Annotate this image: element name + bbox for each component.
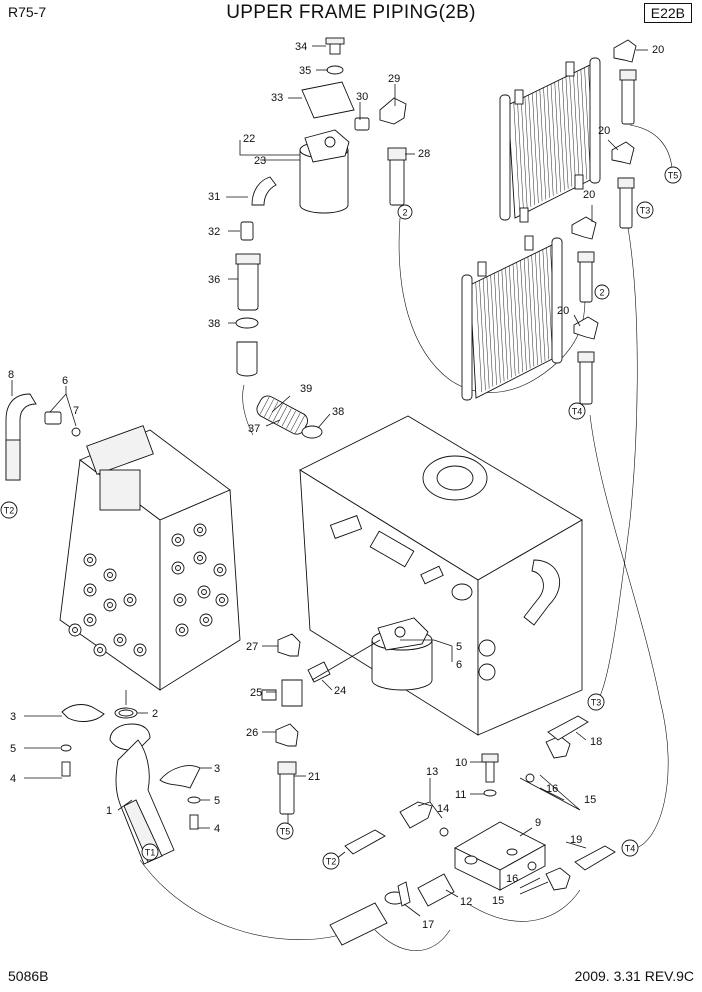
revision-date: 2009. 3.31 REV.9C (574, 968, 694, 984)
svg-text:T5: T5 (668, 171, 679, 181)
marker-2-lower: 2 (594, 284, 610, 300)
marker-t5-lower: T5 (276, 822, 294, 840)
part-label-27: 27 (246, 641, 258, 653)
oil-cooler-lower (461, 235, 563, 401)
part-label-19: 19 (570, 834, 582, 846)
part-label-13: 13 (426, 766, 438, 778)
main-control-valve (59, 425, 241, 691)
part-label-20d: 20 (557, 305, 569, 317)
part-label-25: 25 (250, 687, 262, 699)
part-label-39: 39 (300, 383, 312, 395)
marker-t4-upper: T4 (568, 402, 586, 420)
part-label-26: 26 (246, 727, 258, 739)
hydraulic-tank (299, 415, 583, 736)
part-label-6b: 6 (456, 659, 462, 671)
part-label-37: 37 (248, 423, 260, 435)
svg-text:T3: T3 (640, 206, 651, 216)
part-label-33: 33 (271, 92, 283, 104)
svg-text:T3: T3 (591, 698, 602, 708)
page-title: UPPER FRAME PIPING(2B) (226, 2, 476, 23)
manifold-block (329, 715, 616, 946)
part-label-34: 34 (295, 41, 307, 53)
part-label-38b: 38 (332, 406, 344, 418)
svg-text:T4: T4 (572, 407, 583, 417)
part-label-36: 36 (208, 274, 220, 286)
model-code: R75-7 (8, 4, 47, 20)
part-label-11: 11 (455, 789, 466, 801)
part-label-29: 29 (388, 73, 400, 85)
part-label-18: 18 (590, 736, 602, 748)
part-label-1: 1 (106, 805, 112, 817)
marker-t1: T1 (141, 843, 159, 861)
leader-lines (11, 45, 648, 917)
suction-line (235, 221, 323, 439)
section-code-box: E22B (643, 3, 692, 23)
part-label-3b: 3 (214, 763, 220, 775)
marker-t3-upper: T3 (636, 201, 654, 219)
part-label-8: 8 (8, 369, 14, 381)
svg-text:T2: T2 (326, 857, 337, 867)
part-label-20a: 20 (652, 44, 664, 56)
part-label-4a: 4 (10, 773, 16, 785)
part-label-3a: 3 (10, 711, 16, 723)
part-label-12: 12 (460, 896, 472, 908)
part-label-16b: 16 (506, 873, 518, 885)
connection-markers: 2 2 T5 T3 T4 T2 T1 T5 (0, 166, 682, 870)
part-label-5c: 5 (456, 641, 462, 653)
marker-t5-upper: T5 (664, 166, 682, 184)
part-label-32: 32 (208, 226, 220, 238)
svg-text:T2: T2 (4, 506, 15, 516)
part-label-5a: 5 (10, 743, 16, 755)
part-label-28: 28 (418, 148, 430, 160)
part-label-4b: 4 (214, 823, 220, 835)
return-filter-assembly (251, 37, 407, 214)
part-label-23: 23 (254, 155, 266, 167)
part-label-15a: 15 (584, 794, 596, 806)
part-label-10: 10 (455, 757, 467, 769)
svg-text:2: 2 (402, 208, 407, 218)
part-label-24: 24 (334, 685, 346, 697)
part-label-21: 21 (308, 771, 320, 783)
part-label-5b: 5 (214, 795, 220, 807)
part-label-20b: 20 (598, 125, 610, 137)
svg-text:T4: T4 (625, 844, 636, 854)
page-code: 5086B (8, 968, 49, 984)
svg-text:T5: T5 (280, 827, 291, 837)
valve-inlet-fittings (5, 393, 81, 481)
tank-port-fittings (261, 633, 331, 815)
marker-t2-lower: T2 (322, 852, 340, 870)
cooler-fittings (571, 39, 637, 405)
marker-t4-lower: T4 (621, 839, 639, 857)
marker-t3-lower: T3 (587, 693, 605, 711)
oil-cooler-upper (499, 57, 601, 223)
part-label-31: 31 (208, 191, 220, 203)
part-label-17: 17 (422, 919, 434, 931)
part-number-labels: 34 35 33 29 30 28 22 23 31 32 36 38 39 3… (8, 41, 664, 931)
part-label-14: 14 (437, 803, 449, 815)
marker-t2-left: T2 (0, 501, 18, 519)
part-label-9: 9 (535, 817, 541, 829)
marker-2-upper: 2 (397, 204, 413, 220)
part-label-20c: 20 (583, 189, 595, 201)
part-label-35: 35 (299, 65, 311, 77)
svg-text:T1: T1 (145, 848, 156, 858)
part-label-7: 7 (73, 405, 79, 417)
suction-pipe-assembly (60, 704, 201, 865)
svg-text:2: 2 (599, 288, 604, 298)
part-label-6a: 6 (62, 375, 68, 387)
part-label-30: 30 (356, 91, 368, 103)
part-label-15b: 15 (492, 895, 504, 907)
part-label-22: 22 (243, 133, 255, 145)
part-label-38a: 38 (208, 318, 220, 330)
part-label-16a: 16 (546, 783, 558, 795)
part-label-2a: 2 (152, 708, 158, 720)
